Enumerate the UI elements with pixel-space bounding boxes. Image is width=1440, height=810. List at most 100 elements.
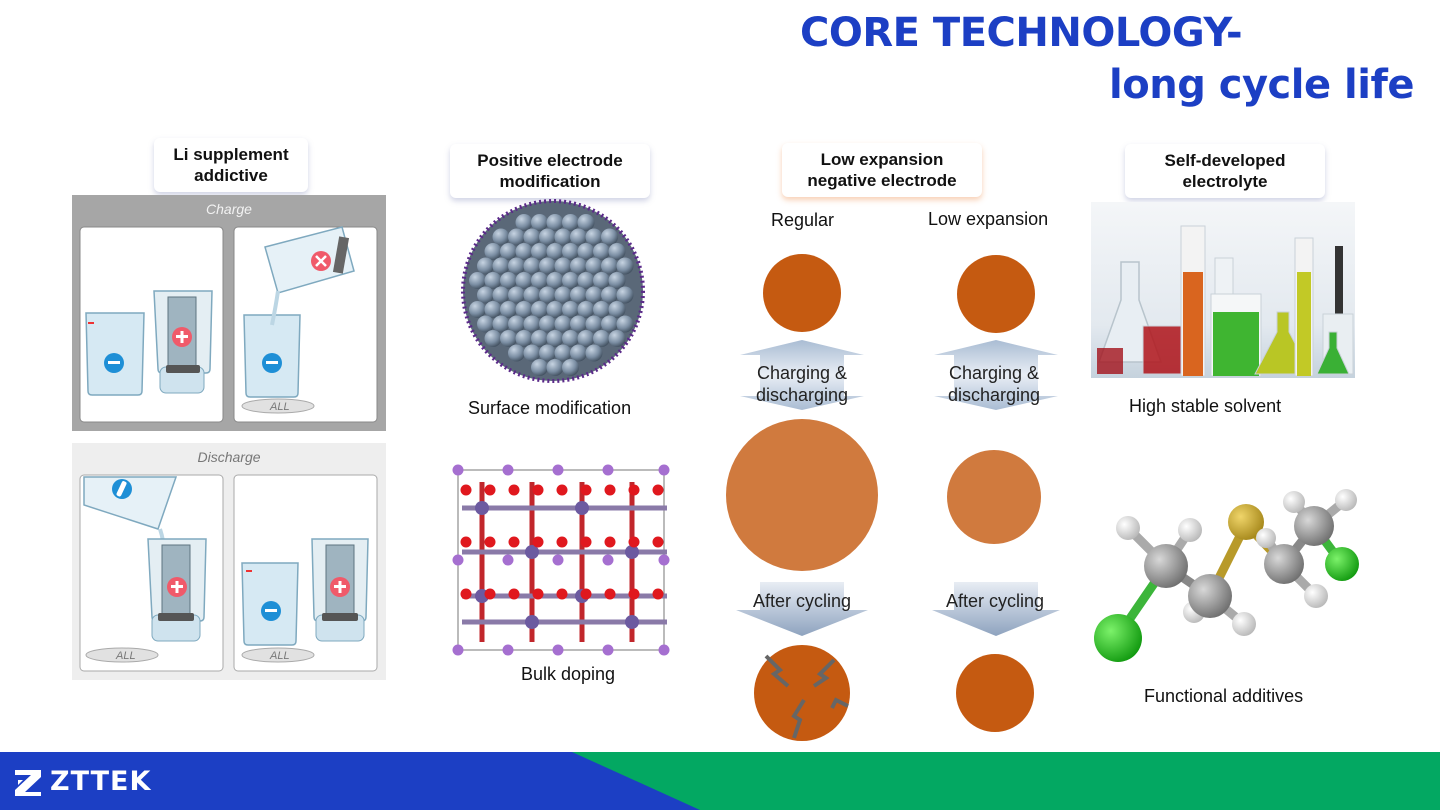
particle-sphere [570,315,587,333]
particle-sphere [539,344,556,362]
particle-sphere [562,243,579,260]
particle-sphere [577,330,595,347]
lithium-atom [658,644,670,656]
particle-sphere [508,344,525,362]
particle-sphere [577,272,595,289]
discharge-panel: Discharge ALL ALL [72,443,386,680]
lab-glassware-photo [1091,202,1355,378]
particle-sphere [616,315,634,333]
charge-all-tag: ALL [269,401,290,413]
particle-sphere [546,330,564,347]
particle-sphere [608,272,626,289]
functional-additive-molecule-image [1094,489,1359,662]
page-title-line2: long cycle life [1109,62,1414,108]
particle-sphere [601,228,618,246]
particle-sphere [562,359,579,376]
lithium-atom [602,554,614,566]
particle-sphere [546,301,564,318]
oxygen-atom [532,588,544,600]
particle-sphere [469,272,486,289]
regular-charging-arrow [740,340,864,410]
particle-sphere [616,286,634,304]
particle-sphere [608,243,626,260]
particle-sphere [593,301,610,318]
particle-sphere [477,257,494,275]
particle-sphere [570,257,587,275]
particle-sphere [546,272,564,289]
particle-sphere [601,286,618,304]
particle-sphere [585,257,603,275]
lithium-atom [552,464,564,476]
lithium-atom [502,464,514,476]
particle-sphere [577,214,595,231]
bulk-doping-crystal-image [452,464,670,656]
crack-mark [764,654,790,688]
caption-functional-additives: Functional additives [1144,686,1304,706]
caption-surface-modification: Surface modification [468,398,632,418]
particle-sphere [546,214,564,231]
zttek-logo-icon [15,770,41,796]
lithium-atom [502,644,514,656]
heading-li-supplement: Li supplement addictive [154,138,308,192]
crack-mark [812,658,836,688]
particle-sphere [484,272,502,289]
particle-sphere [477,286,494,304]
particle-sphere [554,228,572,246]
oxygen-atom [484,588,496,600]
metal-atom [525,545,539,559]
page-title-line1: CORE TECHNOLOGY- [800,10,1243,56]
particle-sphere [515,243,533,260]
particle-sphere [508,257,525,275]
particle-sphere [593,330,610,347]
particle-sphere [500,272,517,289]
lowexp-after-cycling-label: After cycling [946,591,1044,611]
oxygen-atom [484,536,496,548]
charge-label: Charge [206,201,252,217]
particle-sphere [593,243,610,260]
particle-sphere [577,243,595,260]
oxygen-atom [460,484,472,496]
oxygen-atom [580,588,592,600]
particle-sphere [554,286,572,304]
particle-sphere [585,228,603,246]
crack-mark [791,698,806,739]
discharge-illustration: ALL ALL [79,474,378,672]
particle-sphere [508,286,525,304]
particle-sphere [508,228,525,246]
particle-sphere [515,272,533,289]
caption-bulk-doping: Bulk doping [521,664,616,684]
oxygen-atom [532,484,544,496]
label-regular: Regular [771,210,835,230]
oxygen-atom [556,536,568,548]
lowexp-charging-label-2: discharging [948,385,1040,405]
oxygen-atom [604,588,616,600]
particle-sphere [469,301,486,318]
particle-sphere [562,330,579,347]
particle-sphere [492,315,510,333]
oxygen-atom [508,588,520,600]
discharge-all-tag-2: ALL [269,650,290,662]
oxygen-atom [460,536,472,548]
metal-atom [575,501,589,515]
particle-sphere [484,243,502,260]
oxygen-atom [580,484,592,496]
metal-atom [625,545,639,559]
regular-cycling-arrow [736,582,868,636]
oxygen-atom [460,588,472,600]
particle-sphere [539,257,556,275]
oxygen-atom [628,484,640,496]
lithium-atom [452,644,464,656]
particle-sphere [554,315,572,333]
particle-sphere [539,228,556,246]
particle-sphere [492,257,510,275]
regular-after-cycling-label: After cycling [753,591,851,611]
particle-sphere [539,286,556,304]
particle-sphere [492,228,510,246]
particle-sphere [523,344,541,362]
particle-sphere [562,301,579,318]
oxygen-atom [652,484,664,496]
particle-sphere [616,257,634,275]
particle-sphere [477,315,494,333]
charge-illustration: ALL [79,226,378,423]
particle-sphere [546,359,564,376]
